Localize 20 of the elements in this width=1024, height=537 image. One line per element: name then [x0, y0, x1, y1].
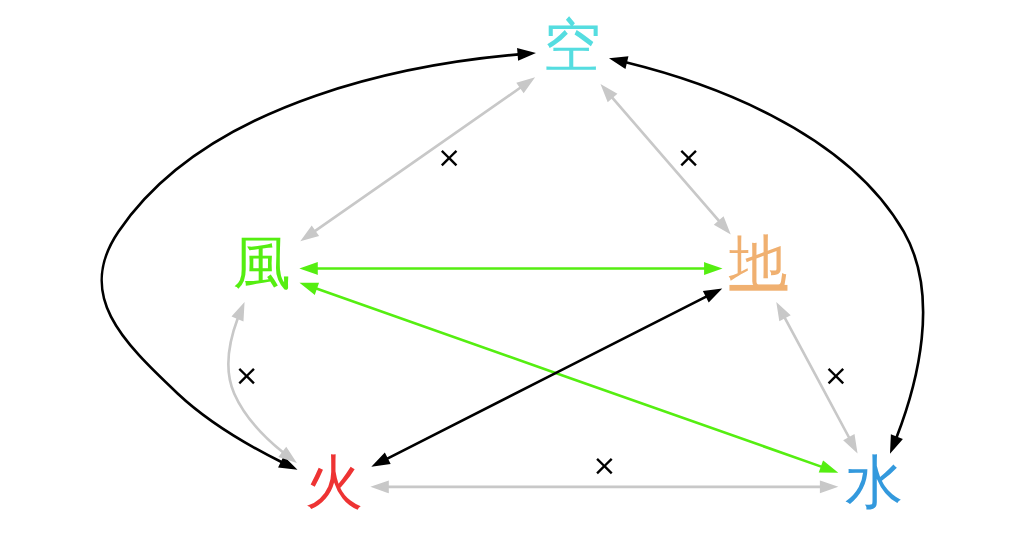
arrow [99, 48, 536, 470]
edge-label: × [676, 139, 701, 174]
edge-label: × [823, 358, 848, 393]
arrow [226, 301, 297, 464]
arrow [370, 288, 722, 467]
node-text: 水 [844, 447, 903, 516]
arrow [600, 84, 731, 235]
node-text: 風 [233, 229, 292, 298]
edge-label: × [591, 447, 617, 482]
node-text: 火 [304, 447, 363, 516]
arrow [299, 282, 838, 473]
node-text: 空 [542, 10, 601, 79]
edge-label: × [234, 358, 259, 393]
arrow [775, 301, 858, 454]
node-text: 地 [728, 227, 787, 296]
arrow [608, 56, 924, 454]
arrow [299, 77, 535, 242]
arrow [298, 262, 723, 275]
edge-label: × [436, 139, 461, 174]
arrow [369, 480, 838, 494]
